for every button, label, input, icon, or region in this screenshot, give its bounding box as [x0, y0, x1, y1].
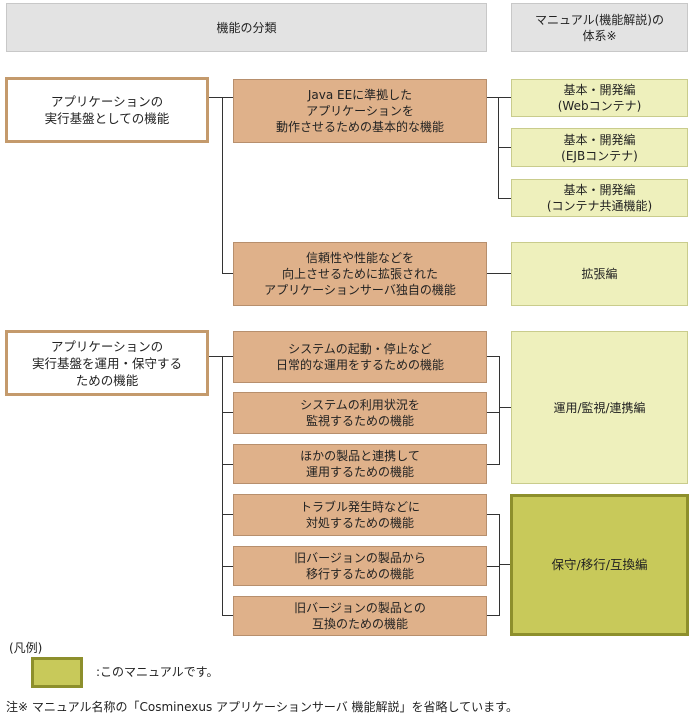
connector-line: [222, 464, 233, 465]
connector-line: [487, 97, 511, 98]
connector-line: [222, 412, 233, 413]
function-monitoring: システムの利用状況を 監視するための機能: [233, 392, 487, 434]
header-manual-system: マニュアル(機能解説)の 体系※: [511, 3, 688, 52]
connector-line: [499, 356, 500, 465]
connector-line: [487, 412, 500, 413]
header-classification: 機能の分類: [6, 3, 487, 52]
connector-line: [209, 356, 233, 357]
category-execution-platform: アプリケーションの 実行基盤としての機能: [5, 77, 209, 143]
legend-description: :このマニュアルです。: [96, 665, 219, 679]
manual-ejb-container: 基本・開発編 (EJBコンテナ): [511, 128, 688, 167]
category-operation-maintenance: アプリケーションの 実行基盤を運用・保守する ための機能: [5, 330, 209, 396]
manual-extension: 拡張編: [511, 242, 688, 306]
function-reliability-extension: 信頼性や性能などを 向上させるために拡張された アプリケーションサーバ独自の機能: [233, 242, 487, 306]
connector-line: [487, 566, 500, 567]
function-product-linkage: ほかの製品と連携して 運用するための機能: [233, 444, 487, 484]
connector-line: [222, 97, 223, 274]
function-troubleshooting: トラブル発生時などに 対処するための機能: [233, 494, 487, 536]
connector-line: [499, 407, 511, 408]
connector-line: [222, 514, 233, 515]
connector-line: [209, 97, 233, 98]
connector-line: [222, 566, 233, 567]
function-migration: 旧バージョンの製品から 移行するための機能: [233, 546, 487, 586]
connector-line: [487, 514, 500, 515]
connector-line: [222, 273, 233, 274]
manual-container-common: 基本・開発編 (コンテナ共通機能): [511, 179, 688, 217]
footnote: 注※ マニュアル名称の「Cosminexus アプリケーションサーバ 機能解説」…: [6, 700, 518, 714]
connector-line: [487, 615, 500, 616]
manual-maintenance-migration-compatibility: 保守/移行/互換編: [510, 494, 689, 636]
connector-line: [498, 147, 511, 148]
legend-title: (凡例): [9, 641, 43, 655]
legend-swatch: [31, 657, 83, 688]
connector-line: [498, 97, 499, 199]
connector-line: [499, 564, 510, 565]
connector-line: [499, 514, 500, 616]
connector-line: [487, 356, 500, 357]
connector-line: [222, 356, 223, 616]
manual-web-container: 基本・開発編 (Webコンテナ): [511, 79, 688, 117]
function-daily-operation: システムの起動・停止など 日常的な運用をするための機能: [233, 331, 487, 383]
function-java-ee-basic: Java EEに準拠した アプリケーションを 動作させるための基本的な機能: [233, 79, 487, 143]
function-compatibility: 旧バージョンの製品との 互換のための機能: [233, 596, 487, 636]
connector-line: [487, 464, 500, 465]
connector-line: [498, 198, 511, 199]
manual-operation-monitoring-linkage: 運用/監視/連携編: [511, 331, 688, 484]
connector-line: [487, 273, 511, 274]
connector-line: [222, 615, 233, 616]
